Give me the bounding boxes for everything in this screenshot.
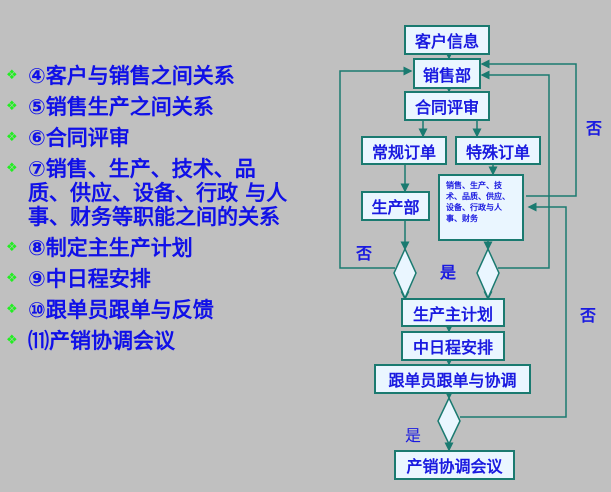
bullet-icon: ❖ [6,99,18,114]
yes-label: 是 [405,426,422,445]
follow-up-box: 跟单员跟单与协调 [374,364,531,394]
decision-diamond [437,396,461,446]
no-label: 否 [580,306,597,325]
decision-diamond [393,247,417,300]
mid-schedule-box: 中日程安排 [401,331,505,361]
production-dept-box: 生产部 [361,191,430,221]
list-item: ❖⑦销售、生产、技术、品质、供应、设备、行政 与人事、财务等职能之间的关系 [6,157,288,229]
list-item: ❖⑩跟单员跟单与反馈 [6,298,214,322]
bullet-icon: ❖ [6,161,18,176]
special-order-box: 特殊订单 [455,136,541,165]
regular-order-box: 常规订单 [361,136,447,165]
list-item: ❖⑤销售生产之间关系 [6,95,214,119]
list-item: ❖⑾产销协调会议 [6,329,175,353]
coordination-meeting-box: 产销协调会议 [394,450,515,480]
no-label: 否 [356,244,373,263]
decision-diamond [476,247,500,300]
contract-review-box: 合同评审 [404,91,490,121]
bullet-icon: ❖ [6,271,18,286]
no-label: 否 [586,119,603,138]
customer-info-box: 客户信息 [404,25,490,55]
bullet-icon: ❖ [6,333,18,348]
list-item: ❖⑨中日程安排 [6,267,151,291]
list-item: ❖④客户与销售之间关系 [6,64,235,88]
bullet-icon: ❖ [6,130,18,145]
sales-dept-box: 销售部 [413,58,481,89]
bullet-icon: ❖ [6,240,18,255]
master-plan-box: 生产主计划 [401,298,505,327]
yes-label: 是 [440,263,457,282]
list-item: ❖⑧制定主生产计划 [6,236,193,260]
bullet-icon: ❖ [6,302,18,317]
functions-box: 销售、生产、技术、品质、供应、设备、行政与人事、财务 [438,174,524,241]
topic-list: ❖④客户与销售之间关系 ❖⑤销售生产之间关系 ❖⑥合同评审 ❖⑦销售、生产、技术… [6,64,296,360]
list-item: ❖⑥合同评审 [6,126,130,150]
bullet-icon: ❖ [6,68,18,83]
